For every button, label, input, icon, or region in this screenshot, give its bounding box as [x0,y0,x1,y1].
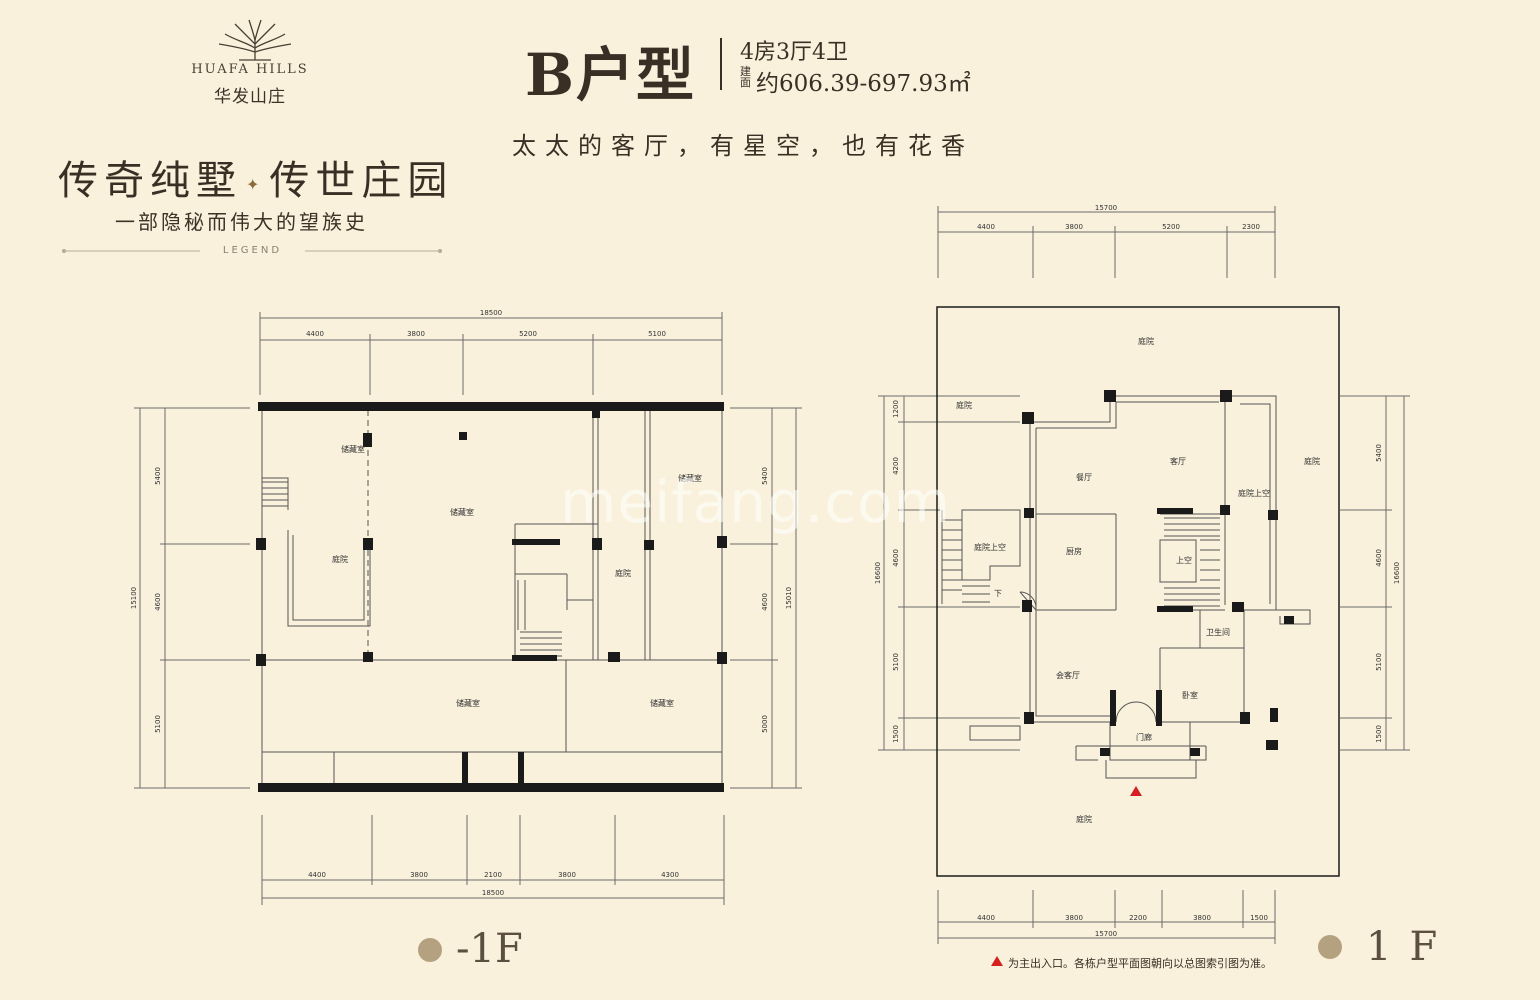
room-label: 卫生间 [1206,627,1230,637]
dim-right-3: 5100 [1375,653,1383,671]
diamond-ornament-icon: ✦ [246,174,266,194]
dim-bottom-3: 2200 [1129,914,1147,922]
tagline: 太太的客厅，有星空，也有花香 [512,132,974,160]
dim-left-3: 5100 [154,715,162,733]
dim-bottom-4: 3800 [1193,914,1211,922]
dim-top-total: 15700 [1095,204,1117,212]
brand-name-cn: 华发山庄 [214,87,286,107]
room-label: 庭院 [1138,336,1154,346]
floor-label-basement: -1F [456,926,523,972]
slogan-main: 传奇纯墅✦传世庄园 [58,148,453,206]
dim-top-2: 3800 [407,330,425,338]
dim-bottom-total: 15700 [1095,930,1117,938]
stair-note: 下 [994,589,1002,598]
dim-right-total: 16600 [1393,562,1401,584]
room-label: 餐厅 [1076,473,1092,482]
dim-top-3: 5200 [519,330,537,338]
room-label: 会客厅 [1056,670,1080,680]
dim-bottom-total: 18500 [482,889,504,897]
dim-right-1: 5400 [761,467,769,485]
dim-top-3: 5200 [1162,223,1180,231]
floor-label-ground: 1F [1366,924,1456,970]
room-label: 庭院 [615,568,631,578]
dim-right-3: 5000 [761,715,769,733]
room-label: 储藏室 [678,473,702,483]
room-label: 庭院 [956,400,972,410]
dim-left-2: 4600 [154,593,162,611]
dim-left-1: 5400 [154,467,162,485]
dim-left-total: 16600 [874,562,882,584]
room-label: 厨房 [1066,546,1082,556]
slogan-main-right: 传世庄园 [269,158,454,204]
room-label: 上空 [1176,555,1192,565]
dim-top-total: 18500 [480,309,502,317]
room-label: 储藏室 [650,698,674,708]
dim-bottom-2: 3800 [410,871,428,879]
room-label: 庭院 [1304,456,1320,466]
dim-bottom-5: 1500 [1250,914,1268,922]
ground-plan: 15700 4400 3800 5200 2300 4400 3800 2200… [874,204,1410,944]
dim-top-1: 4400 [977,223,995,231]
dim-top-2: 3800 [1065,223,1083,231]
legend-label: LEGEND [200,245,305,256]
room-label: 储藏室 [450,507,474,517]
dim-left-2: 4200 [892,457,900,475]
entrance-marker-icon [1130,786,1142,796]
dim-bottom-3: 2100 [484,871,502,879]
room-label: 储藏室 [341,444,365,454]
orientation-note: 为主出入口。各栋户型平面图朝向以总图索引图为准。 [1008,957,1272,970]
room-label: 庭院 [1076,814,1092,824]
entrance-marker-icon [991,956,1003,966]
dim-bottom-1: 4400 [977,914,995,922]
dim-right-4: 1500 [1375,725,1383,743]
dim-right-total: 15010 [785,587,793,609]
dim-top-4: 5100 [648,330,666,338]
dim-bottom-5: 4300 [661,871,679,879]
brand-name-en: HUAFA HILLS [191,62,309,77]
slogan-sub: 一部隐秘而伟大的望族史 [115,210,368,234]
dim-right-1: 5400 [1375,444,1383,462]
dim-bottom-4: 3800 [558,871,576,879]
tree-logo-icon [218,19,292,61]
dim-right-2: 4600 [761,593,769,611]
floor-dot-icon [418,938,442,962]
dim-bottom-2: 3800 [1065,914,1083,922]
room-label: 卧室 [1182,690,1198,700]
dim-left-5: 1500 [892,725,900,743]
basement-plan: 18500 4400 3800 5200 5100 4400 3800 2100… [130,309,802,905]
dim-left-4: 5100 [892,653,900,671]
room-label: 庭院 [332,554,348,564]
dim-left-1: 1200 [892,400,900,418]
area-label: 建面 [740,65,751,89]
room-label: 庭院上空 [1238,488,1270,498]
dim-top-1: 4400 [306,330,324,338]
room-label: 门廊 [1136,732,1152,742]
floor-dot-icon [1318,935,1342,959]
slogan-main-left: 传奇纯墅 [58,158,242,204]
dim-left-3: 4600 [892,549,900,567]
title-divider [720,38,722,90]
room-label: 储藏室 [456,698,480,708]
dim-right-2: 4600 [1375,549,1383,567]
area-value: 约606.39-697.93㎡ [756,71,971,97]
watermark: meifang.com [560,468,952,536]
room-label: 客厅 [1170,456,1186,466]
dim-top-4: 2300 [1242,223,1260,231]
dim-left-total: 15100 [130,587,138,609]
dim-bottom-1: 4400 [308,871,326,879]
room-label: 庭院上空 [974,542,1006,552]
unit-title: B户型 [525,41,697,109]
unit-rooms: 4房3厅4卫 [740,40,848,65]
